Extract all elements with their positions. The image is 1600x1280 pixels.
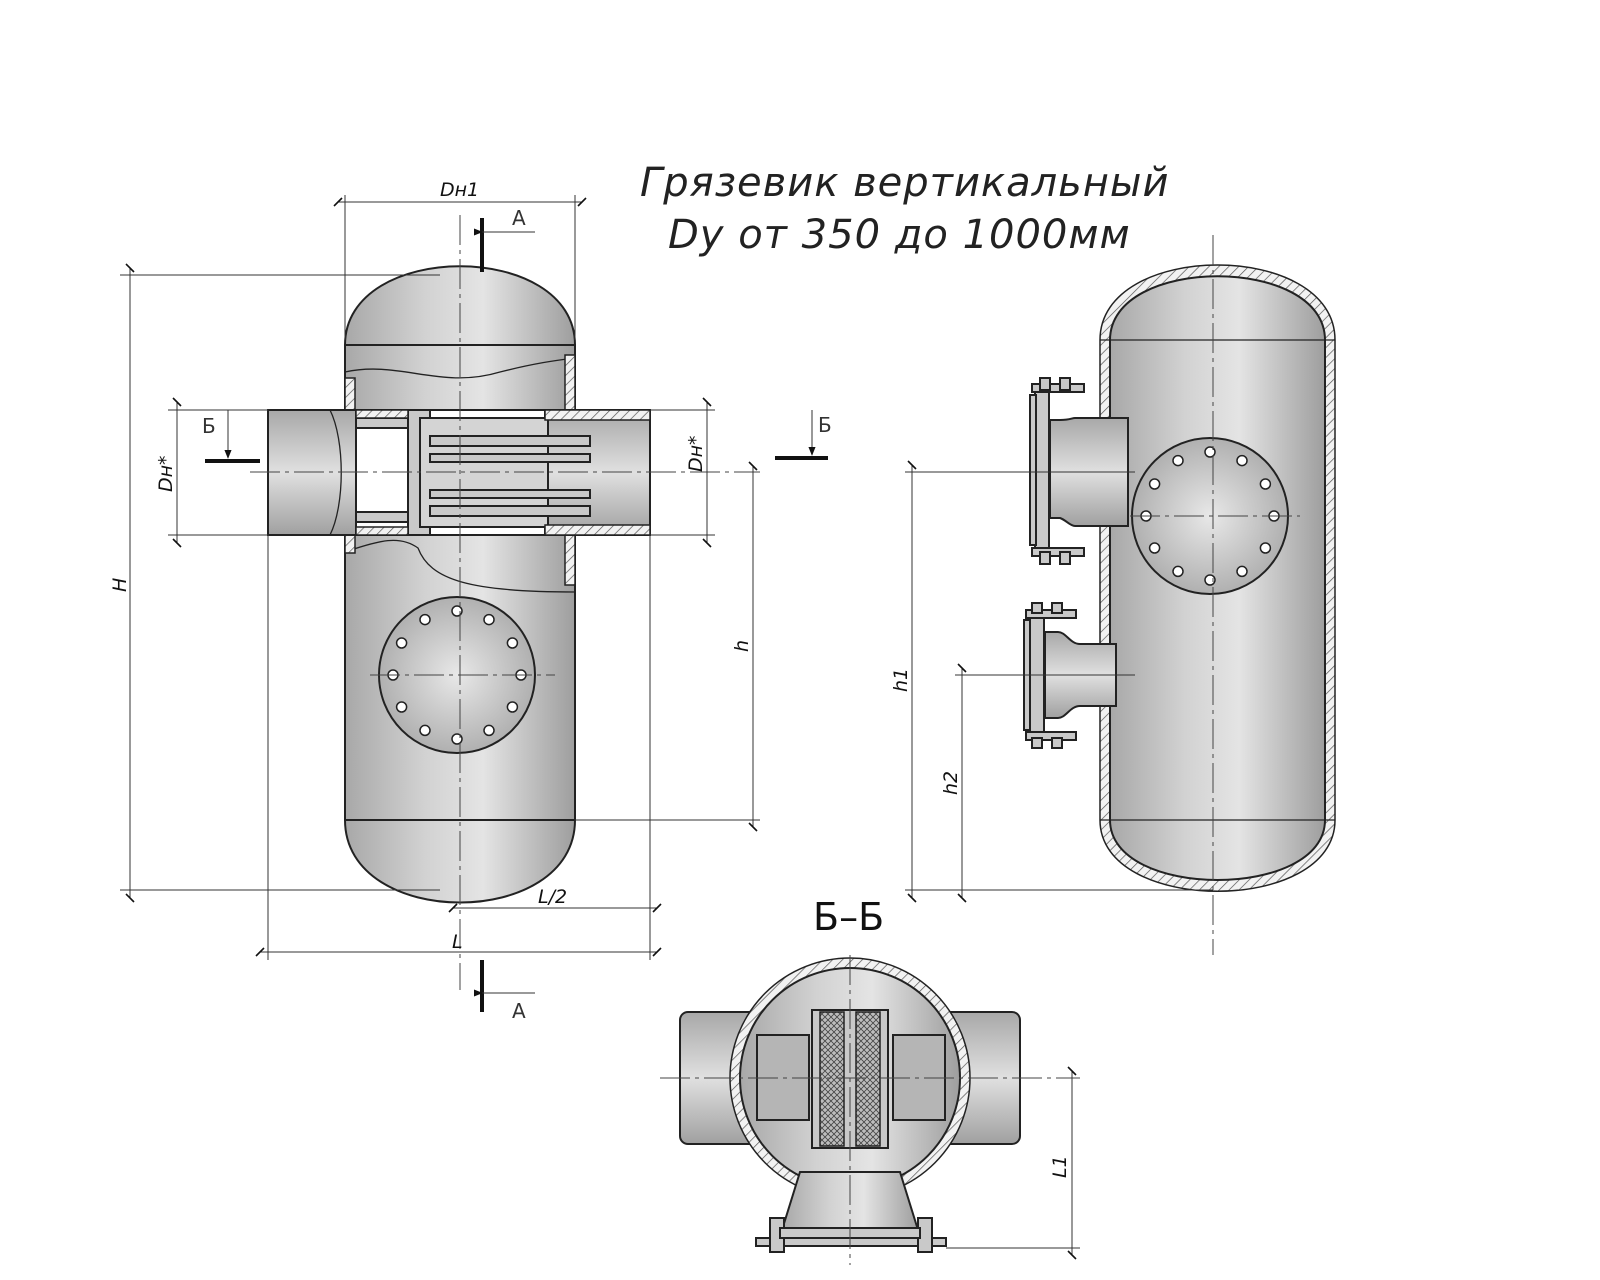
dim-h2: h2: [940, 771, 962, 795]
flange-bolt: [1148, 542, 1161, 554]
section-b-view: Б–Б L1: [660, 895, 1080, 1265]
section-b-left-label: Б: [202, 414, 216, 438]
flange-bolts: [387, 605, 527, 745]
flange-bolt: [1204, 574, 1216, 586]
lower-dome: [343, 819, 577, 904]
dim-dn-left: Dн*: [155, 455, 177, 492]
flange-bolt: [395, 701, 408, 713]
flange-bolt: [483, 613, 495, 626]
dim-h1: h1: [890, 668, 912, 692]
dim-h: h: [731, 640, 753, 652]
section-b-right-label: Б: [818, 413, 832, 437]
flange-bolt: [419, 613, 431, 626]
flange-bolt: [506, 701, 519, 713]
flange-bolt: [1172, 565, 1184, 578]
section-a-bottom-label: А: [512, 999, 526, 1023]
bb-mesh-right: [855, 1011, 881, 1147]
side-view: h1 h2: [890, 235, 1336, 955]
flange-bolt: [1236, 454, 1248, 467]
dim-dn-right: Dн*: [685, 435, 707, 472]
title-line-1: Грязевик вертикальный: [640, 160, 1169, 206]
flange-bolt: [1259, 542, 1272, 554]
flange-bolt: [395, 637, 408, 649]
front-view: А А Б Б Dн1 H Dн* Dн* h: [109, 179, 832, 1023]
dim-H: H: [109, 578, 131, 592]
flange-bolt: [1236, 565, 1248, 578]
section-b-view-title: Б–Б: [813, 895, 884, 939]
flange-bolt: [1172, 454, 1184, 467]
lower-nozzle-bolts: [1025, 602, 1077, 749]
bb-mesh-left: [819, 1011, 845, 1147]
upper-nozzle-bolts: [1031, 377, 1085, 565]
section-a-top-label: А: [512, 206, 526, 230]
dim-L1: L1: [1049, 1155, 1071, 1178]
title-line-2: Dy от 350 до 1000мм: [668, 212, 1131, 258]
dim-L-half: L/2: [538, 886, 567, 908]
flange-bolt: [506, 637, 519, 649]
dim-dn1: Dн1: [440, 179, 479, 201]
flange-bolt: [483, 724, 495, 737]
dim-L: L: [452, 931, 463, 953]
flange-bolt: [1148, 478, 1161, 490]
flange-bolt: [419, 724, 431, 737]
flange-bolt: [1259, 478, 1272, 490]
